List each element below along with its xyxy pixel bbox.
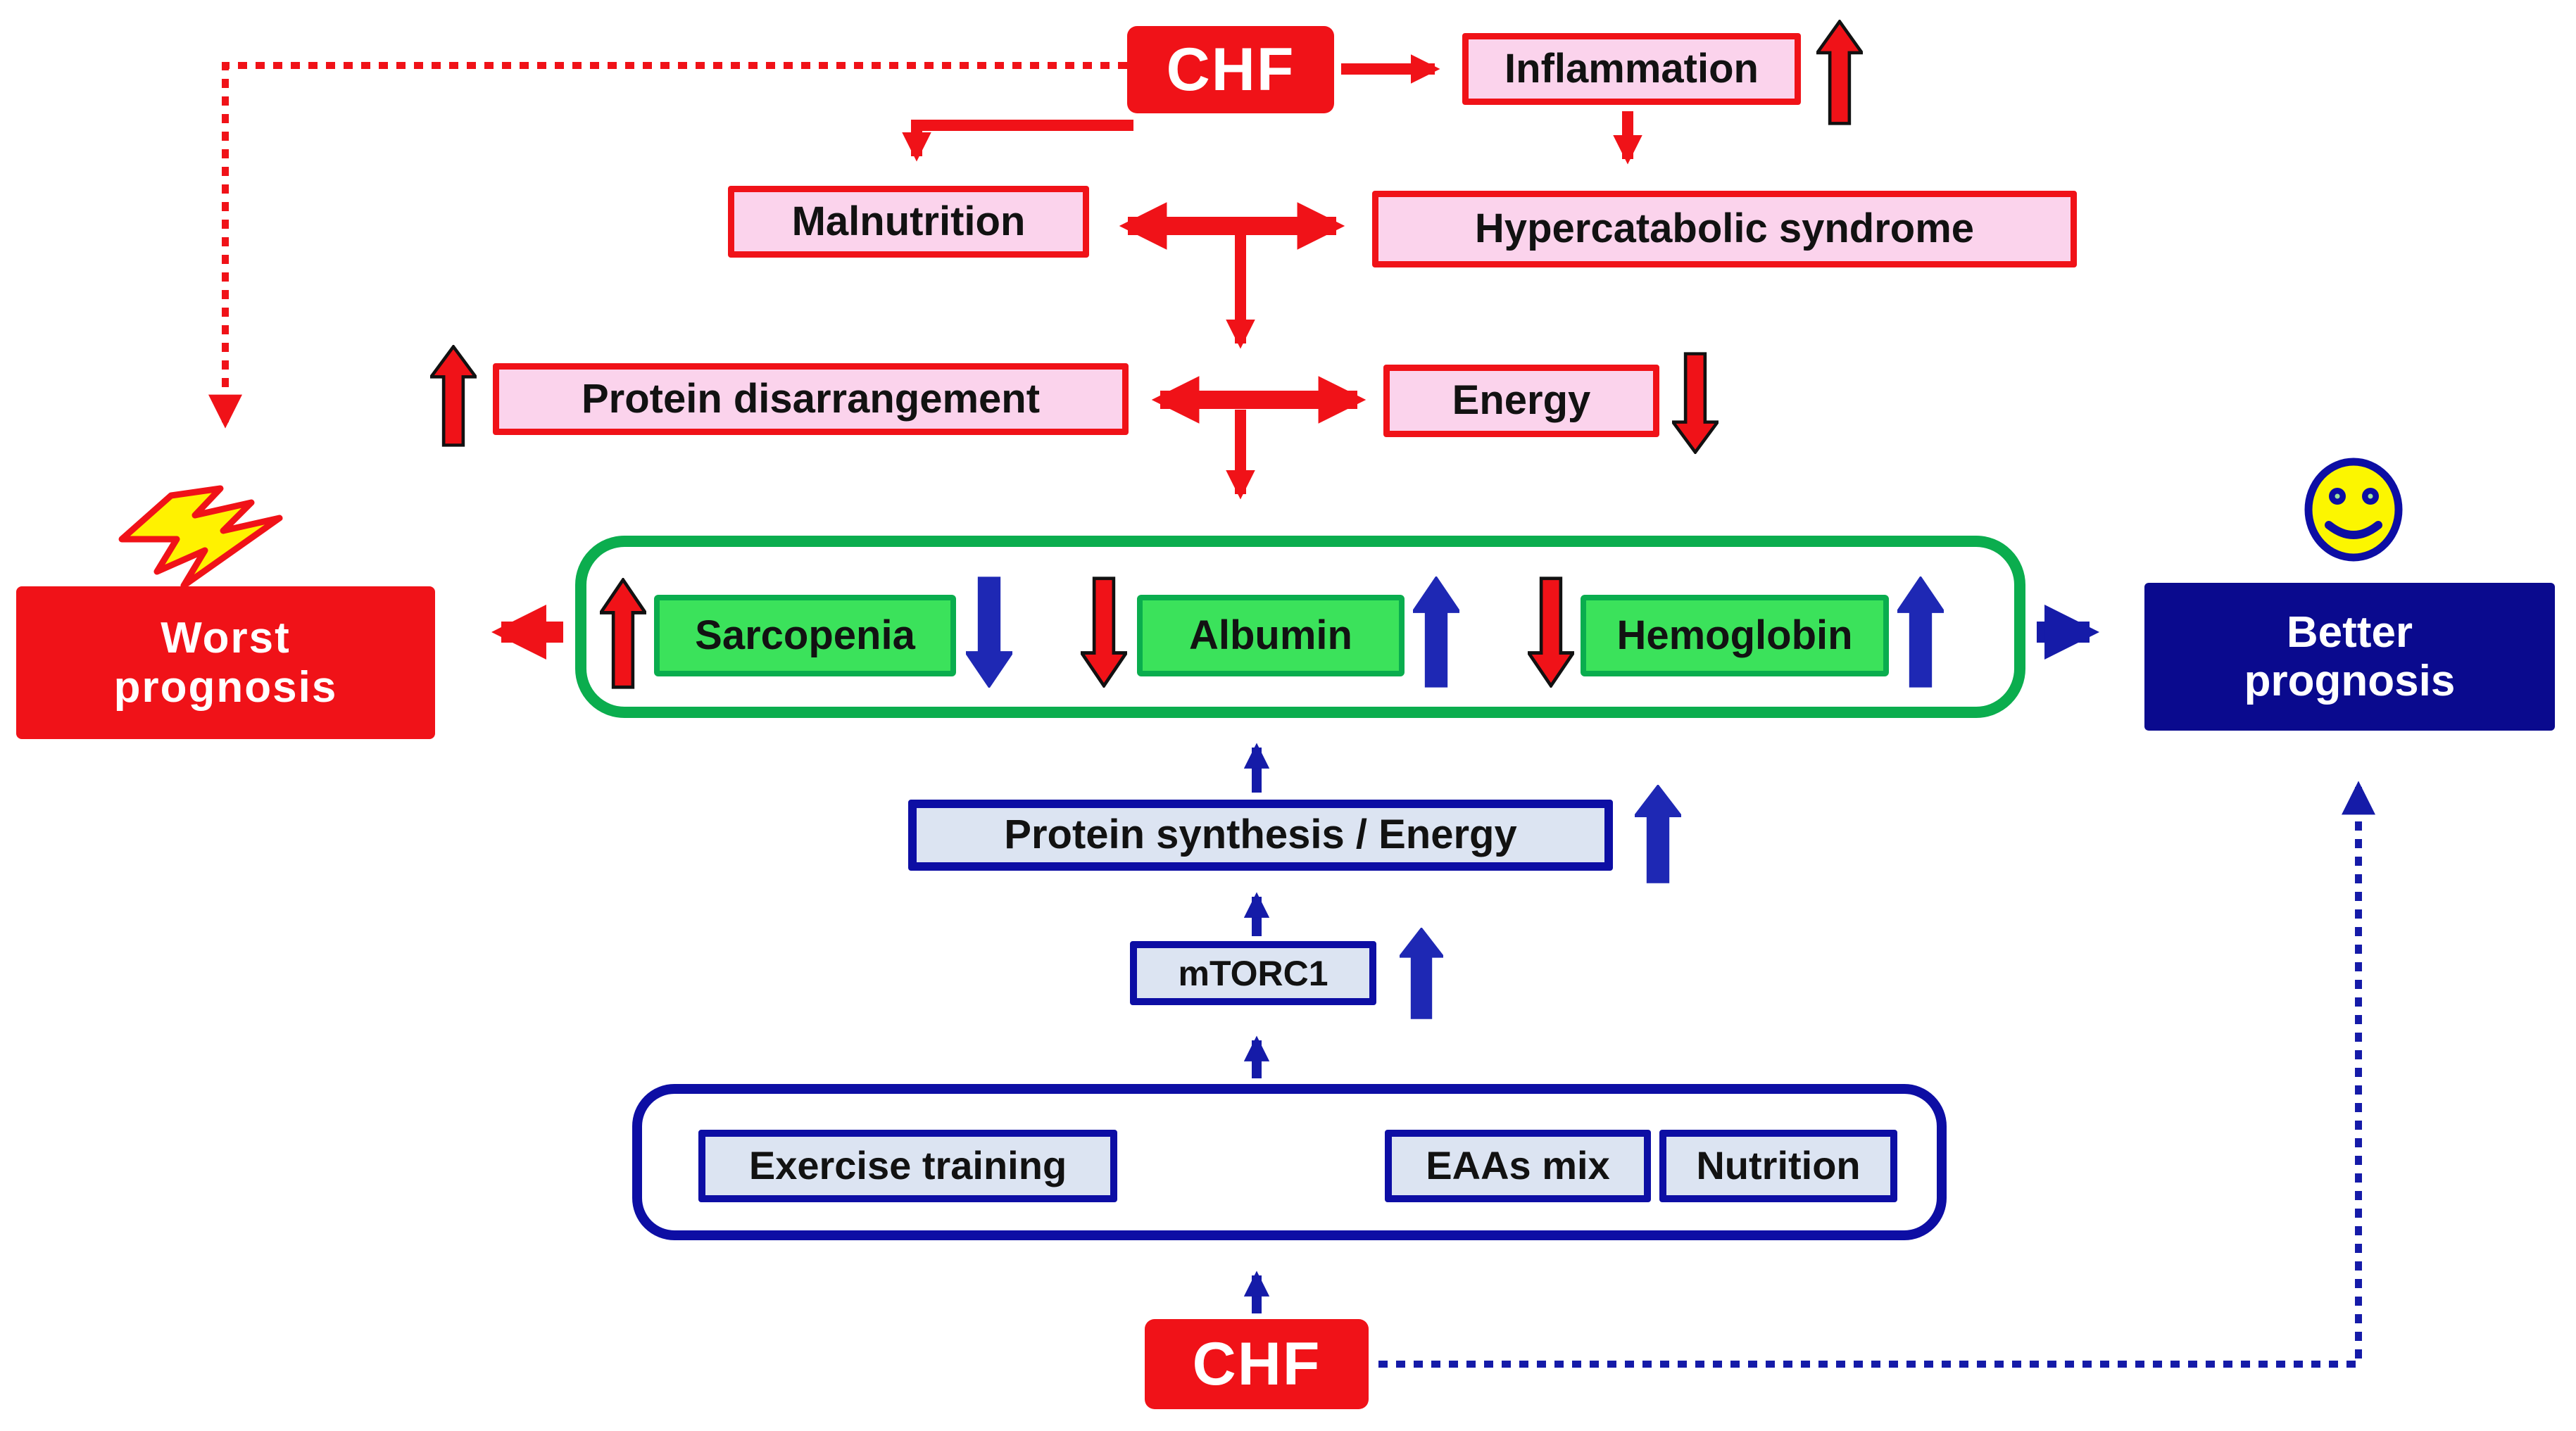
mtorc1-node: mTORC1 — [1130, 941, 1376, 1005]
albumin-up-arrow-icon — [1413, 576, 1459, 688]
smiley-face-icon — [2301, 456, 2406, 563]
chf-top-node: CHF — [1127, 26, 1334, 113]
chf-bottom-label: CHF — [1192, 1330, 1321, 1398]
better-prognosis-node: Better prognosis — [2144, 583, 2555, 731]
exercise-training-label: Exercise training — [748, 1143, 1067, 1188]
sarcopenia-up-arrow-icon — [600, 578, 646, 689]
inflammation-node: Inflammation — [1462, 33, 1801, 105]
better-prognosis-line2: prognosis — [2244, 657, 2456, 705]
protein-synthesis-node: Protein synthesis / Energy — [908, 800, 1613, 871]
protein-synthesis-up-arrow-icon — [1635, 785, 1681, 883]
chf-to-malnutrition-connector — [902, 120, 1133, 162]
chf-to-better-dotted-connector — [1378, 781, 2376, 1368]
chf-bottom-node: CHF — [1145, 1319, 1369, 1409]
malnutrition-node: Malnutrition — [728, 186, 1089, 258]
hemoglobin-down-arrow-icon — [1528, 576, 1574, 688]
exercise-training-node: Exercise training — [698, 1130, 1117, 1202]
albumin-label: Albumin — [1189, 612, 1352, 658]
sarcopenia-node: Sarcopenia — [654, 595, 956, 676]
mtorc1-label: mTORC1 — [1178, 953, 1328, 993]
malnutrition-label: Malnutrition — [791, 198, 1026, 244]
worst-prognosis-line2: prognosis — [113, 662, 338, 712]
protein-synthesis-label: Protein synthesis / Energy — [1004, 812, 1517, 858]
hypercatabolic-node: Hypercatabolic syndrome — [1372, 191, 2077, 267]
energy-node: Energy — [1383, 365, 1659, 437]
hemoglobin-label: Hemoglobin — [1616, 612, 1853, 658]
eaas-mix-label: EAAs mix — [1426, 1143, 1610, 1188]
inflammation-label: Inflammation — [1504, 45, 1759, 92]
albumin-down-arrow-icon — [1081, 576, 1127, 688]
hemoglobin-up-arrow-icon — [1897, 576, 1944, 688]
hemoglobin-node: Hemoglobin — [1581, 595, 1889, 676]
energy-down-arrow-icon — [1672, 352, 1719, 454]
protein-disarrangement-label: Protein disarrangement — [581, 375, 1041, 422]
nutrition-label: Nutrition — [1696, 1143, 1861, 1188]
inflammation-up-arrow-icon — [1816, 20, 1863, 125]
sarcopenia-down-arrow-icon — [966, 576, 1012, 688]
lightning-bolt-icon — [116, 484, 320, 590]
energy-label: Energy — [1452, 377, 1591, 424]
chf-top-label: CHF — [1166, 35, 1295, 103]
better-prognosis-line1: Better — [2286, 607, 2413, 657]
protein-disarrangement-up-arrow-icon — [430, 345, 477, 447]
eaas-mix-node: EAAs mix — [1385, 1130, 1651, 1202]
sarcopenia-label: Sarcopenia — [695, 612, 915, 658]
worst-prognosis-node: Worst prognosis — [16, 586, 435, 739]
albumin-node: Albumin — [1137, 595, 1405, 676]
protein-disarrangement-node: Protein disarrangement — [493, 363, 1129, 435]
nutrition-node: Nutrition — [1659, 1130, 1897, 1202]
mtorc1-up-arrow-icon — [1400, 928, 1443, 1019]
worst-prognosis-line1: Worst — [161, 614, 291, 663]
hypercatabolic-label: Hypercatabolic syndrome — [1474, 206, 1975, 252]
